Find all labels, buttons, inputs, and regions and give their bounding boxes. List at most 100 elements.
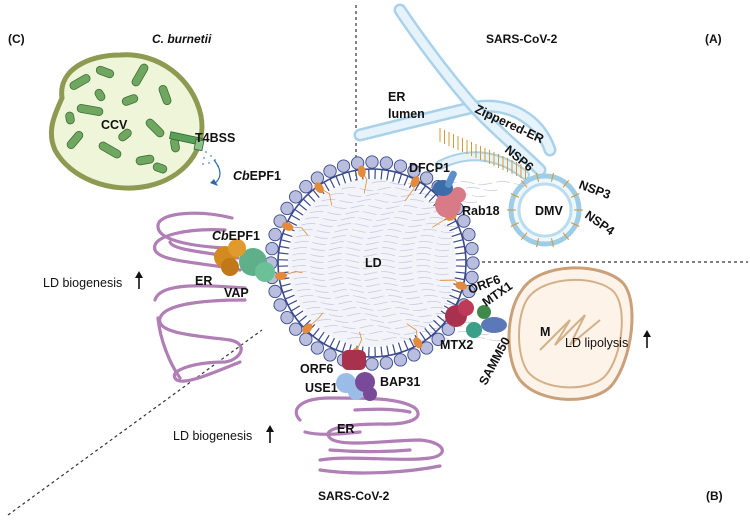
panel-b-organism: SARS-CoV-2 [318,489,390,503]
cbepf1-bound-label: CbEPF1 [212,229,260,243]
phospholipid-tail [454,245,465,249]
dmv-tick [536,238,540,248]
er-membrane-left [153,211,247,383]
phospholipid-head [465,241,479,256]
phospholipid-tail [287,300,298,306]
secretion-arrow [213,159,221,185]
phospholipid-head [299,180,313,194]
phospholipid-head [289,190,303,204]
phospholipid-tail [280,283,291,287]
orange-protein-tail [287,226,309,236]
t4bss-secretion-system [169,131,205,152]
phospholipid-tail [451,288,462,294]
ld-core-line [299,295,460,299]
increase-arrow-left [135,271,143,289]
ld-core-line [292,253,453,257]
dmv-tick [536,172,540,182]
panel-c-tag: (C) [8,32,25,46]
phospholipid-tail [409,337,415,348]
phospholipid-tail [403,340,409,351]
phospholipid-head [310,341,325,355]
orange-protein-tail [318,187,333,206]
t4bss-label: T4BSS [195,131,235,145]
orange-protein-tail [406,323,419,343]
phospholipid-tail [453,239,464,243]
phospholipid-tail [454,277,465,281]
phospholipid-tail [282,288,293,294]
nsp4-label: NSP4 [582,208,617,238]
phospholipid-head [457,214,471,228]
dmv-tick [562,179,570,188]
bacterium [145,118,165,138]
orange-protein-tail [439,279,462,287]
phospholipid-tail [341,342,347,353]
orf6-bottom-label: ORF6 [300,362,333,376]
phospholipid-head [268,284,282,299]
phospholipid-tail [446,300,457,306]
samm50-protein [481,317,507,333]
orf6-right-protein [445,300,474,327]
phospholipid-tail [436,315,446,323]
phospholipid-tail [335,340,341,351]
phospholipid-tail [354,170,358,181]
nsp3-label: NSP3 [577,178,613,202]
orange-protein-tail [280,271,303,277]
rab18-label: Rab18 [462,204,500,218]
ld-biogenesis-bottom-label: LD biogenesis [173,429,252,443]
increase-arrow-bottom [266,425,274,443]
phospholipid-head [431,332,445,346]
phospholipid-tail [282,232,293,238]
lipid-droplet [264,155,533,371]
phospholipid-tail [278,252,289,255]
zippered-er-ticks [439,128,526,180]
secretion-dot [210,155,212,157]
phospholipid-head [265,241,279,256]
use1-label: USE1 [305,381,338,395]
er-membrane-bottom [294,396,444,475]
phospholipid-tail [307,193,316,202]
secretion-dot [208,162,210,164]
phospholipid-tail [414,181,421,192]
dfcp1-protein [433,170,457,196]
phospholipid-head [280,310,294,325]
dfcp1-label: DFCP1 [409,161,450,175]
bacterium [69,74,91,90]
ld-label: LD [365,256,382,270]
phospholipid-head [365,357,379,371]
mito-label: M [540,325,550,339]
vap-label: VAP [224,286,249,300]
bacterium [94,88,106,102]
bacterium [135,154,155,166]
phospholipid-head [466,256,480,270]
phospholipid-tail [397,342,403,353]
phospholipid-head [289,322,303,336]
phospholipid-tail [284,294,295,300]
bap31-protein [355,372,377,401]
secretion-dot [203,157,205,159]
dmv-tick [510,193,520,198]
phospholipid-tail [428,324,437,333]
phospholipid-tail [455,271,466,274]
dmv-tick [570,193,580,198]
cbepf1-bound-protein [239,248,275,282]
phospholipid-tail [312,327,320,337]
phospholipid-head [323,164,337,178]
panel-a-tag: (A) [705,32,722,46]
phospholipid-tail [341,173,347,184]
dmv-protein-ticks [507,172,583,248]
orange-protein-tail [361,171,368,194]
bap31-label: BAP31 [380,375,420,389]
ld-core-line [291,259,453,263]
panel-b-tag: (B) [706,489,723,503]
ld-core-line [293,277,454,281]
ld-core-line [294,283,456,287]
phospholipid-head [465,270,479,285]
bacterium [118,128,132,142]
phospholipid-tail [419,185,427,195]
ld-core-line [305,217,466,221]
panel-a-organism: SARS-CoV-2 [486,32,558,46]
phospholipid-tail [451,232,462,238]
phospholipid-tail [294,310,304,318]
phospholipid-tail [323,181,330,192]
